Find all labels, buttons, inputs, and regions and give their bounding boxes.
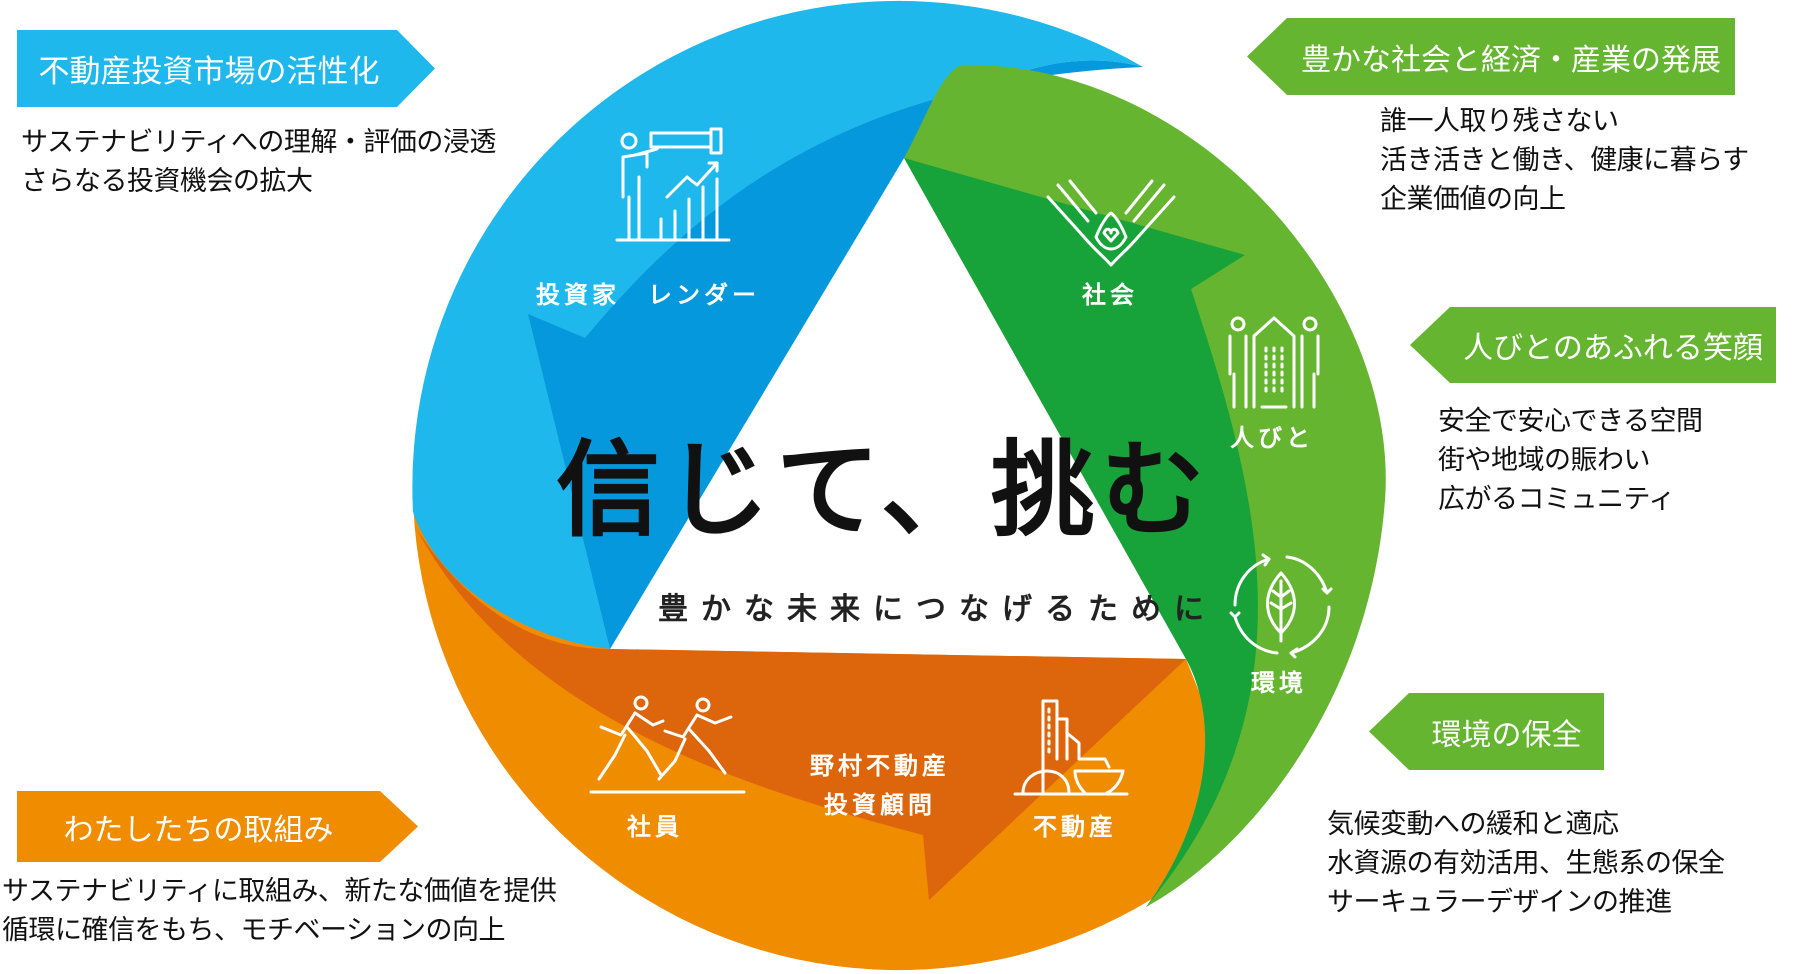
economy-lines: 誰一人取り残さない 活き活きと働き、健康に暮らす 企業価値の向上 bbox=[1380, 102, 1749, 219]
environment-label: 環境 bbox=[1251, 669, 1307, 697]
subtitle: 豊かな未来につなげるために bbox=[658, 592, 1217, 627]
environment-heading-banner: 環境の保全 bbox=[1369, 693, 1604, 770]
efforts-line: 循環に確信をもち、モチベーションの向上 bbox=[2, 915, 505, 946]
market-line: サステナビリティへの理解・評価の浸透 bbox=[21, 127, 496, 158]
environment-line: 気候変動への緩和と適応 bbox=[1327, 809, 1619, 840]
environment-line: 水資源の有効活用、生態系の保全 bbox=[1327, 848, 1725, 879]
smiles-lines: 安全で安心できる空間 街や地域の賑わい 広がるコミュニティ bbox=[1438, 402, 1703, 519]
market-line: さらなる投資機会の拡大 bbox=[21, 166, 313, 197]
smiles-line: 安全で安心できる空間 bbox=[1438, 406, 1703, 437]
market-lines: サステナビリティへの理解・評価の浸透 さらなる投資機会の拡大 bbox=[21, 123, 496, 201]
smiles-line: 街や地域の賑わい bbox=[1438, 445, 1651, 476]
main-title: 信じて、挑む bbox=[556, 429, 1211, 551]
economy-line: 企業価値の向上 bbox=[1380, 184, 1566, 215]
company-name-line1: 野村不動産 bbox=[810, 752, 950, 780]
people-building-icon bbox=[1226, 314, 1322, 409]
economy-heading-banner: 豊かな社会と経済・産業の発展 bbox=[1247, 18, 1735, 95]
blue-segment-inner-arrow bbox=[528, 60, 1143, 649]
orange-segment-inner-arrow bbox=[416, 528, 1186, 900]
economy-line: 誰一人取り残さない bbox=[1380, 106, 1619, 137]
society-label: 社会 bbox=[1082, 281, 1138, 309]
efforts-heading-banner: わたしたちの取組み bbox=[17, 791, 418, 862]
environment-lines: 気候変動への緩和と適応 水資源の有効活用、生態系の保全 サーキュラーデザインの推… bbox=[1327, 805, 1725, 922]
efforts-line: サステナビリティに取組み、新たな価値を提供 bbox=[2, 876, 557, 907]
buildings-icon bbox=[1013, 699, 1129, 796]
economy-line: 活き活きと働き、健康に暮らす bbox=[1380, 145, 1749, 176]
smiles-line: 広がるコミュニティ bbox=[1438, 484, 1675, 515]
smiles-heading-banner: 人びとのあふれる笑顔 bbox=[1410, 307, 1776, 383]
company-name-line2: 投資顧問 bbox=[824, 791, 936, 819]
efforts-lines: サステナビリティに取組み、新たな価値を提供 循環に確信をもち、モチベーションの向… bbox=[2, 872, 557, 950]
real-estate-label: 不動産 bbox=[1033, 813, 1117, 841]
people-label: 人びと bbox=[1230, 424, 1314, 452]
telescope-growth-chart-icon bbox=[615, 127, 731, 242]
leaf-cycle-icon bbox=[1229, 553, 1334, 659]
employees-label: 社員 bbox=[627, 813, 683, 841]
green-segment-inner-arrow bbox=[904, 158, 1258, 907]
environment-line: サーキュラーデザインの推進 bbox=[1327, 887, 1672, 918]
investors-lenders-label: 投資家 レンダー bbox=[536, 281, 760, 309]
market-heading-banner: 不動産投資市場の活性化 bbox=[17, 30, 435, 107]
hands-heart-icon bbox=[1044, 177, 1178, 267]
runners-icon bbox=[589, 695, 746, 794]
